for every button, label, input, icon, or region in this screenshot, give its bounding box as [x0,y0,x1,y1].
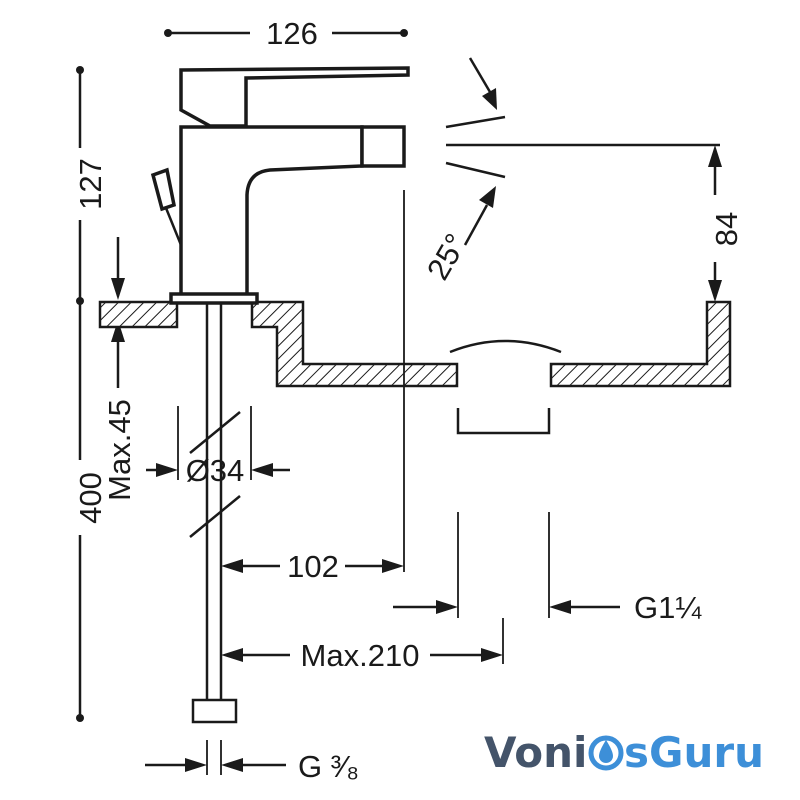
dim-reach-102: 102 [221,190,405,584]
logo-text-voni: Voni [484,728,587,777]
dim-width-126: 126 [164,16,408,51]
dim-label-102: 102 [287,549,339,584]
dim-label-400: 400 [73,472,108,524]
dim-left-vertical: 127 400 [73,66,108,722]
faucet-body [150,66,410,305]
dim-label-84: 84 [709,212,744,246]
dim-label-127: 127 [73,158,108,210]
dim-spout-84: 84 [708,145,744,302]
dim-label-25-degrees: 25° [420,228,474,286]
dim-diameter-34: Ø34 [146,406,290,488]
bidet-waste: G1¼ [393,339,702,625]
water-drop-icon [588,735,624,771]
dim-label-max-45: Max.45 [102,399,137,501]
dim-max-210: Max.210 [221,618,504,673]
countertop-section [98,300,732,388]
dim-inlet-thread: G ³⁄₈ [145,740,359,784]
dim-max-45: Max.45 [102,237,137,501]
dim-angle-25: 25° [420,57,720,286]
dim-label-g-3-8: G ³⁄₈ [298,749,359,784]
dim-label-126: 126 [266,16,318,51]
dim-label-max-210: Max.210 [301,638,420,673]
logo-text-sguru: sGuru [624,728,764,777]
dim-label-g-1-1-4: G1¼ [634,590,702,625]
dim-label-diameter-34: Ø34 [186,453,245,488]
voniosguru-logo: Voni sGuru [484,728,764,777]
supply-hose [189,304,241,724]
